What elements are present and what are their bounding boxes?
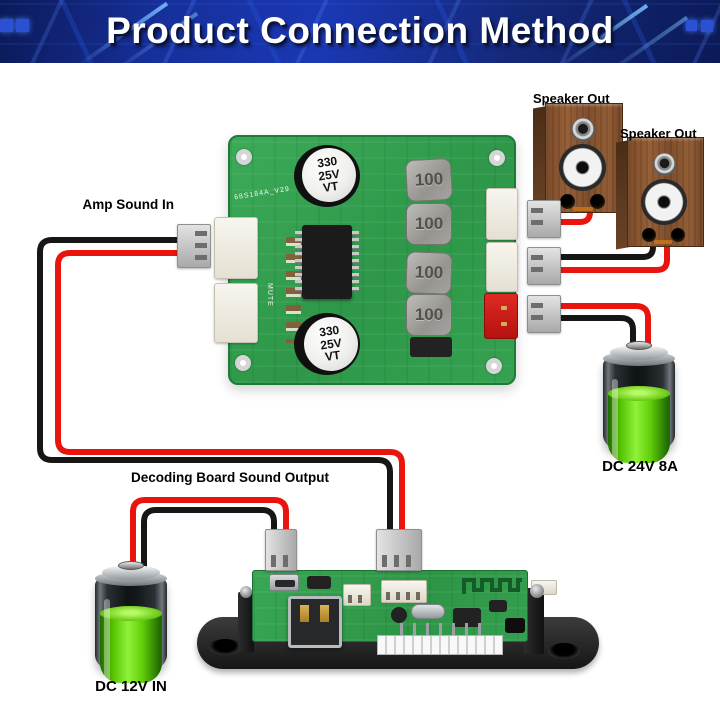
plug-pins	[271, 555, 291, 567]
speaker-right	[616, 137, 704, 250]
speaker-output-socket-2	[486, 242, 518, 292]
speaker-left	[533, 103, 623, 216]
page-title: Product Connection Method	[106, 10, 614, 51]
speaker-output-socket-1	[486, 188, 518, 240]
capacitor-series: VT	[324, 348, 342, 365]
capacitor-series: VT	[322, 179, 340, 196]
speaker-port	[671, 228, 685, 242]
woofer	[559, 144, 606, 191]
mounting-hole	[489, 150, 505, 166]
plug-amp-sound-in	[177, 224, 211, 268]
battery-terminal	[118, 561, 144, 570]
label-dc-24v: DC 24V 8A	[602, 458, 678, 475]
label-amp-sound-in: Amp Sound In	[82, 197, 175, 212]
speaker-badge	[573, 207, 593, 211]
header-pins	[395, 623, 487, 635]
plug-dc-24v	[527, 295, 561, 333]
speaker-port	[590, 194, 605, 209]
decoder-ic-chip	[453, 608, 481, 627]
inductor: 100	[406, 294, 452, 336]
connector-pin	[501, 322, 507, 326]
capacitor-small	[391, 607, 407, 623]
decoder-socket-3pin	[381, 580, 427, 603]
battery-liquid-surface	[100, 606, 162, 621]
label-dc-12v: DC 12V IN	[95, 678, 167, 695]
connector-pin	[501, 306, 507, 310]
tweeter	[571, 118, 595, 142]
plug-dc-12v-to-decoder	[265, 529, 297, 571]
decoder-socket-2pin	[343, 584, 371, 606]
inductor: 100	[406, 203, 452, 245]
inductor: 100	[404, 157, 454, 203]
battery-shine	[612, 379, 618, 461]
tweeter	[653, 153, 676, 176]
mounting-hole	[236, 149, 252, 165]
power-input-socket	[484, 293, 518, 339]
ic-pins-left	[295, 231, 302, 293]
screw	[530, 584, 544, 598]
button-header-strip	[377, 635, 503, 655]
socket-pins	[386, 592, 422, 600]
plug-speaker-2	[527, 247, 561, 285]
crystal-oscillator	[411, 604, 445, 619]
socket-pins	[348, 595, 366, 603]
plug-decoder-sound-output	[376, 529, 422, 571]
battery-shine	[104, 599, 110, 681]
label-decoding-output: Decoding Board Sound Output	[131, 470, 329, 485]
mounting-hole	[486, 358, 502, 374]
battery-12v	[93, 561, 169, 683]
decoder-board	[252, 570, 557, 655]
battery-liquid	[100, 613, 162, 683]
battery-liquid	[608, 393, 670, 463]
label-speaker-out-right: Speaker Out	[620, 126, 697, 141]
inductor: 100	[405, 251, 453, 295]
bracket-hole	[209, 639, 241, 655]
usb-a-port	[288, 596, 342, 648]
battery-24v	[601, 341, 677, 463]
speaker-badge	[654, 240, 672, 244]
battery-body	[95, 577, 167, 683]
plug-pins	[382, 555, 416, 567]
battery-terminal	[626, 341, 652, 350]
screw	[240, 586, 252, 598]
capacitor-top-face: 330 25V VT	[298, 144, 360, 206]
mounting-hole	[235, 355, 251, 371]
decoder-module	[505, 618, 525, 633]
smd-component-large	[410, 337, 452, 357]
capacitor-top: 330 25V VT	[294, 144, 360, 207]
micro-usb-port	[269, 574, 299, 591]
input-socket-top	[214, 217, 258, 279]
bluetooth-antenna	[462, 578, 522, 594]
input-socket-bottom	[214, 283, 258, 343]
plug-pins	[531, 208, 543, 230]
woofer	[641, 179, 687, 225]
mute-silkscreen: MUTE	[266, 283, 273, 307]
decoder-side-bracket-left	[238, 592, 254, 652]
decoder-chip-small	[307, 576, 331, 589]
amplifier-board: 68S184A_V29 MUTE 330 25V VT 330 25V VT 1…	[214, 135, 518, 385]
decoder-side-bracket-right	[524, 588, 544, 654]
pcb-texture	[230, 137, 514, 383]
plug-pins	[195, 231, 207, 261]
usb-contact	[320, 605, 329, 622]
title-banner	[0, 0, 720, 63]
decoder-chip-small	[489, 600, 507, 612]
bracket-hole	[548, 643, 580, 659]
label-speaker-out-top: Speaker Out	[533, 91, 610, 106]
amplifier-ic-chip	[295, 225, 359, 299]
battery-liquid-surface	[608, 386, 670, 401]
capacitor-bottom: 330 25V VT	[294, 313, 362, 375]
plug-pins	[531, 303, 543, 325]
usb-contact	[300, 605, 309, 622]
battery-body	[603, 357, 675, 463]
plug-speaker-1	[527, 200, 561, 238]
plug-pins	[531, 255, 543, 277]
ic-pins-right	[352, 231, 359, 293]
